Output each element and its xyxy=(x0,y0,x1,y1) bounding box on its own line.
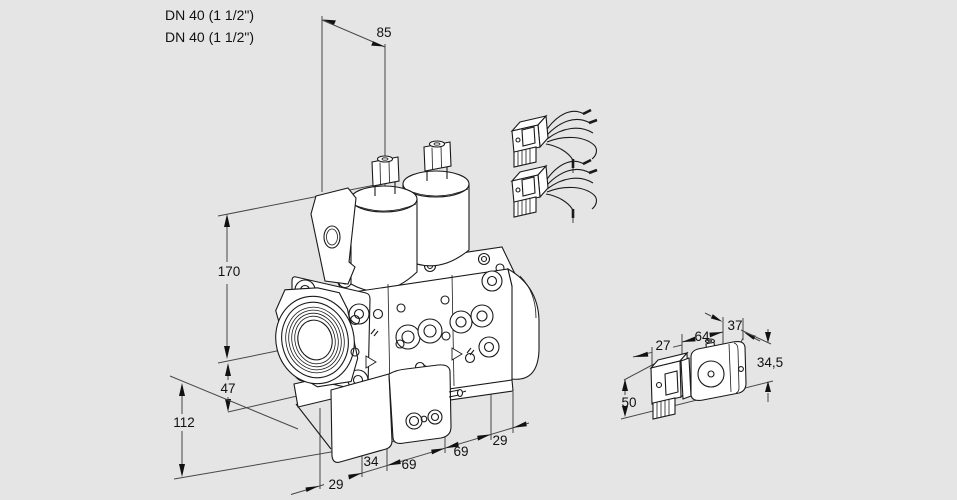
dim-label-34-5: 34,5 xyxy=(757,355,783,370)
labels: DN 40 (1 1/2") DN 40 (1 1/2") 85 170 47 … xyxy=(165,7,783,492)
dim-label-112: 112 xyxy=(173,415,195,430)
dim-label-29-left: 29 xyxy=(328,477,343,492)
outlet-flange-bolts xyxy=(478,270,503,358)
threaded-port xyxy=(275,287,359,388)
dim-label-170: 170 xyxy=(218,264,241,279)
mounting-bracket xyxy=(310,187,357,285)
dimension-lines xyxy=(169,16,774,495)
dim-label-64: 64 xyxy=(694,329,710,344)
solenoid-coil-right xyxy=(402,140,470,267)
body-details xyxy=(349,295,494,378)
dim-label-34: 34 xyxy=(363,454,379,469)
port-size-label-bottom: DN 40 (1 1/2") xyxy=(165,29,254,45)
bottom-module xyxy=(330,364,467,463)
dim-label-29-right: 29 xyxy=(492,433,507,448)
cable-plug-1 xyxy=(510,108,598,173)
dim-label-85: 85 xyxy=(376,25,391,40)
dim-label-50: 50 xyxy=(621,395,636,410)
port-size-label-top: DN 40 (1 1/2") xyxy=(165,7,254,23)
detail-solenoid-valve xyxy=(649,338,747,420)
cable-plug-2 xyxy=(510,158,599,225)
dim-label-27: 27 xyxy=(655,338,670,353)
dim-label-69-right: 69 xyxy=(453,444,468,459)
dim-label-47: 47 xyxy=(220,381,235,396)
valve-assembly xyxy=(275,140,540,463)
dim-label-37: 37 xyxy=(727,318,742,333)
solenoid-coil-left xyxy=(350,155,418,292)
dim-label-69-left: 69 xyxy=(401,457,416,472)
